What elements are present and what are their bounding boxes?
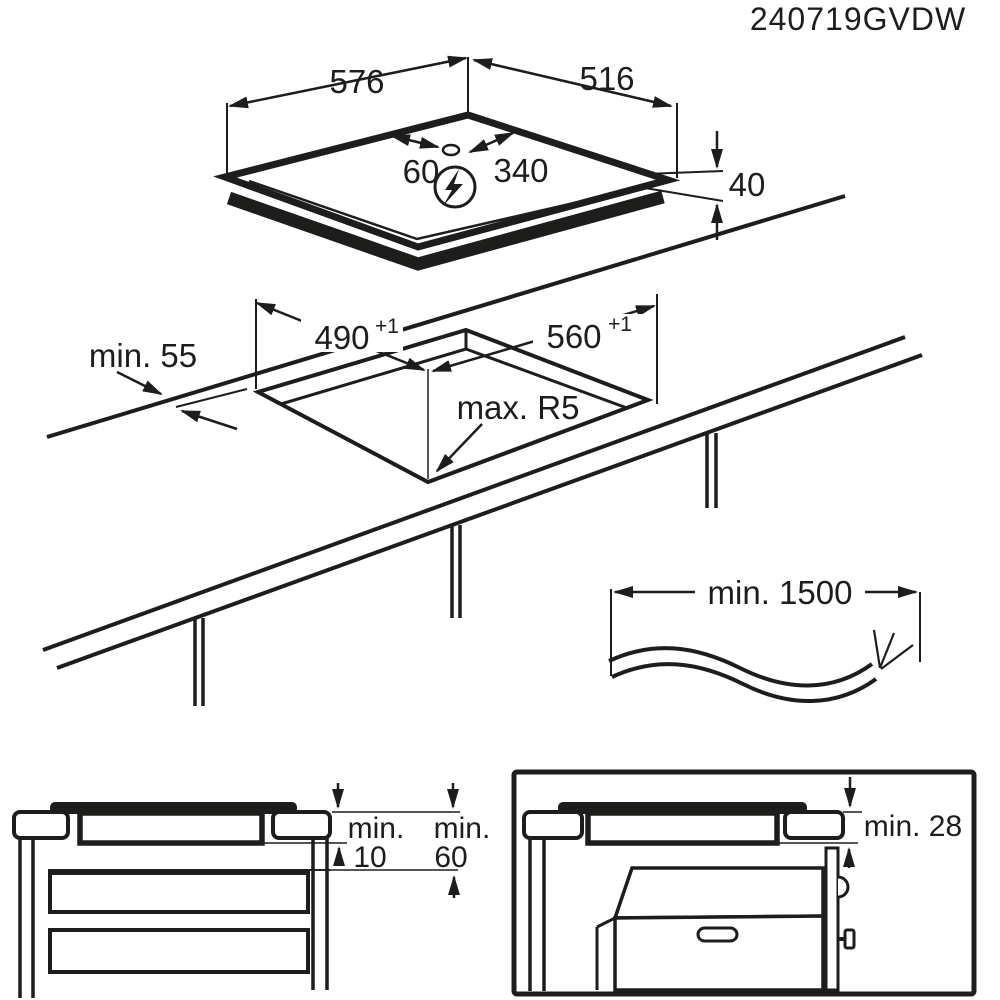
oven-rear-panel: [824, 846, 840, 992]
oven-top-face: [612, 866, 825, 920]
hob-body-section: [585, 810, 780, 846]
dim-label-cutout-depth-tolerance: +1: [375, 315, 399, 338]
arrow-min55-lower: [180, 409, 238, 431]
oven-hinge-arc: [837, 875, 850, 899]
dim-label-cutout-width: 560: [546, 318, 601, 355]
arrow-min55-upper: [116, 370, 163, 396]
oven-front-face: [613, 914, 825, 992]
hob-body-band: [226, 190, 665, 271]
cable-gland-icon: [441, 143, 461, 157]
worktop-front-edge-top: [42, 335, 906, 652]
power-cable-detail: min. 1500: [608, 574, 921, 703]
dim-label-hob-depth: 516: [579, 60, 634, 97]
leader-min55: [175, 388, 248, 408]
dim-label-cutout-width-tolerance: +1: [608, 313, 632, 336]
drawer-front-upper: [48, 871, 310, 914]
power-cable-bottom: [611, 662, 878, 703]
worktop-right-block: [783, 810, 845, 840]
dim-label-cutout-depth: 490: [314, 319, 369, 356]
oven-installation-view: min. 28: [511, 769, 977, 997]
oven-left-panel: [595, 916, 616, 990]
oven-handle: [696, 926, 739, 943]
cabinet-left-panel: [528, 838, 546, 991]
cabinet-left-panel: [18, 838, 35, 998]
worktop-cutout-view: 490 +1 560 +1 min. 55 max. R5: [42, 194, 923, 706]
power-cable-top: [608, 646, 874, 688]
hob-glass-inner-edge: [248, 179, 658, 241]
dim-label-min10-prefix: min.: [348, 812, 405, 845]
document-code: 240719GVDW: [750, 1, 966, 37]
cable-wire-ends: [872, 629, 914, 670]
hob-glass-section: [558, 802, 807, 814]
label-mask: [695, 574, 865, 610]
hob-body-section: [77, 810, 265, 846]
label-mask: [301, 316, 403, 352]
dim-label-cable-length: min. 1500: [708, 574, 853, 611]
dim-line-516: [472, 58, 673, 108]
dim-label-edge-clearance: min. 55: [89, 337, 197, 374]
dim-label-hob-width: 576: [329, 63, 384, 100]
worktop-left-block: [522, 810, 584, 840]
dim-line-576: [228, 55, 468, 109]
cabinet-leg-left: [193, 618, 205, 706]
hob-isometric-view: 576 516 60 340 40: [213, 55, 766, 271]
dim-line-60: [390, 134, 440, 149]
dim-label-cable-offset-left: 60: [403, 153, 440, 190]
leader-hob-top: [644, 170, 724, 175]
dim-line-340: [468, 131, 515, 154]
cabinet-leg-right: [705, 433, 718, 508]
worktop-left-block: [12, 810, 70, 840]
drawer-front-lower: [48, 928, 310, 974]
dim-label-min60-prefix: min.: [434, 812, 491, 845]
dim-label-hob-height: 40: [729, 166, 766, 203]
dim-label-cable-offset-right: 340: [493, 152, 548, 189]
dim-label-min10-value: 10: [353, 841, 386, 874]
cabinet-drawer-side-view: min. 10 min. 60: [12, 783, 491, 998]
leader-hob-bottom: [644, 187, 724, 202]
oven-clamp-screw: [843, 928, 856, 950]
lightning-bolt-icon: [433, 165, 477, 209]
arrow-max-r5: [435, 423, 483, 473]
dim-label-min28: min. 28: [864, 810, 962, 843]
cabinet-right-panel: [311, 838, 329, 990]
worktop-front-edge-bottom: [56, 353, 923, 670]
dim-label-corner-radius: max. R5: [457, 389, 580, 426]
cabinet-leg-middle: [450, 525, 462, 618]
view-frame: [511, 769, 977, 997]
worktop-right-block: [271, 810, 332, 840]
label-mask: [533, 314, 645, 350]
dim-label-min60-value: 60: [434, 841, 467, 874]
hob-glass-section: [50, 802, 297, 814]
